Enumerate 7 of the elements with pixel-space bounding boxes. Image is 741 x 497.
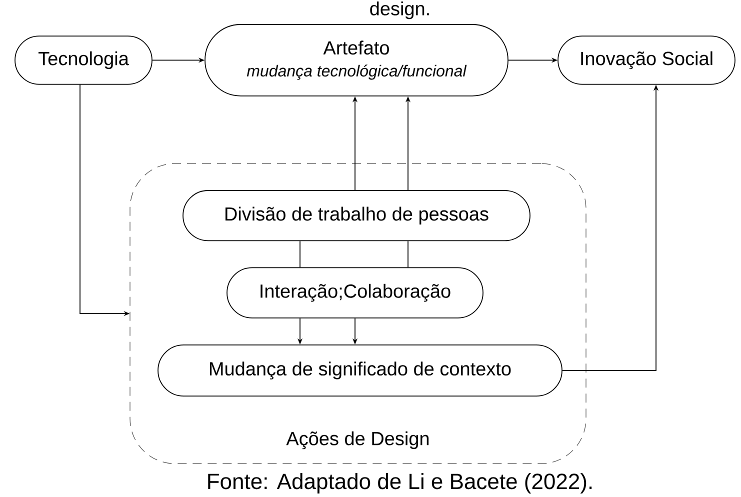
process-box: Divisão de trabalho de pessoas — [182, 190, 530, 242]
process-box: Artefato mudança tecnológica/funcional — [204, 24, 508, 96]
process-box: Mudança de significado de contexto — [158, 344, 562, 396]
process-box: Inovação Social — [558, 36, 736, 85]
caption: Fonte: Adaptado de Li e Bacete (2022). — [208, 473, 592, 494]
process-box: Tecnologia — [14, 36, 152, 85]
process-box: Interação;Colaboração — [226, 267, 484, 318]
